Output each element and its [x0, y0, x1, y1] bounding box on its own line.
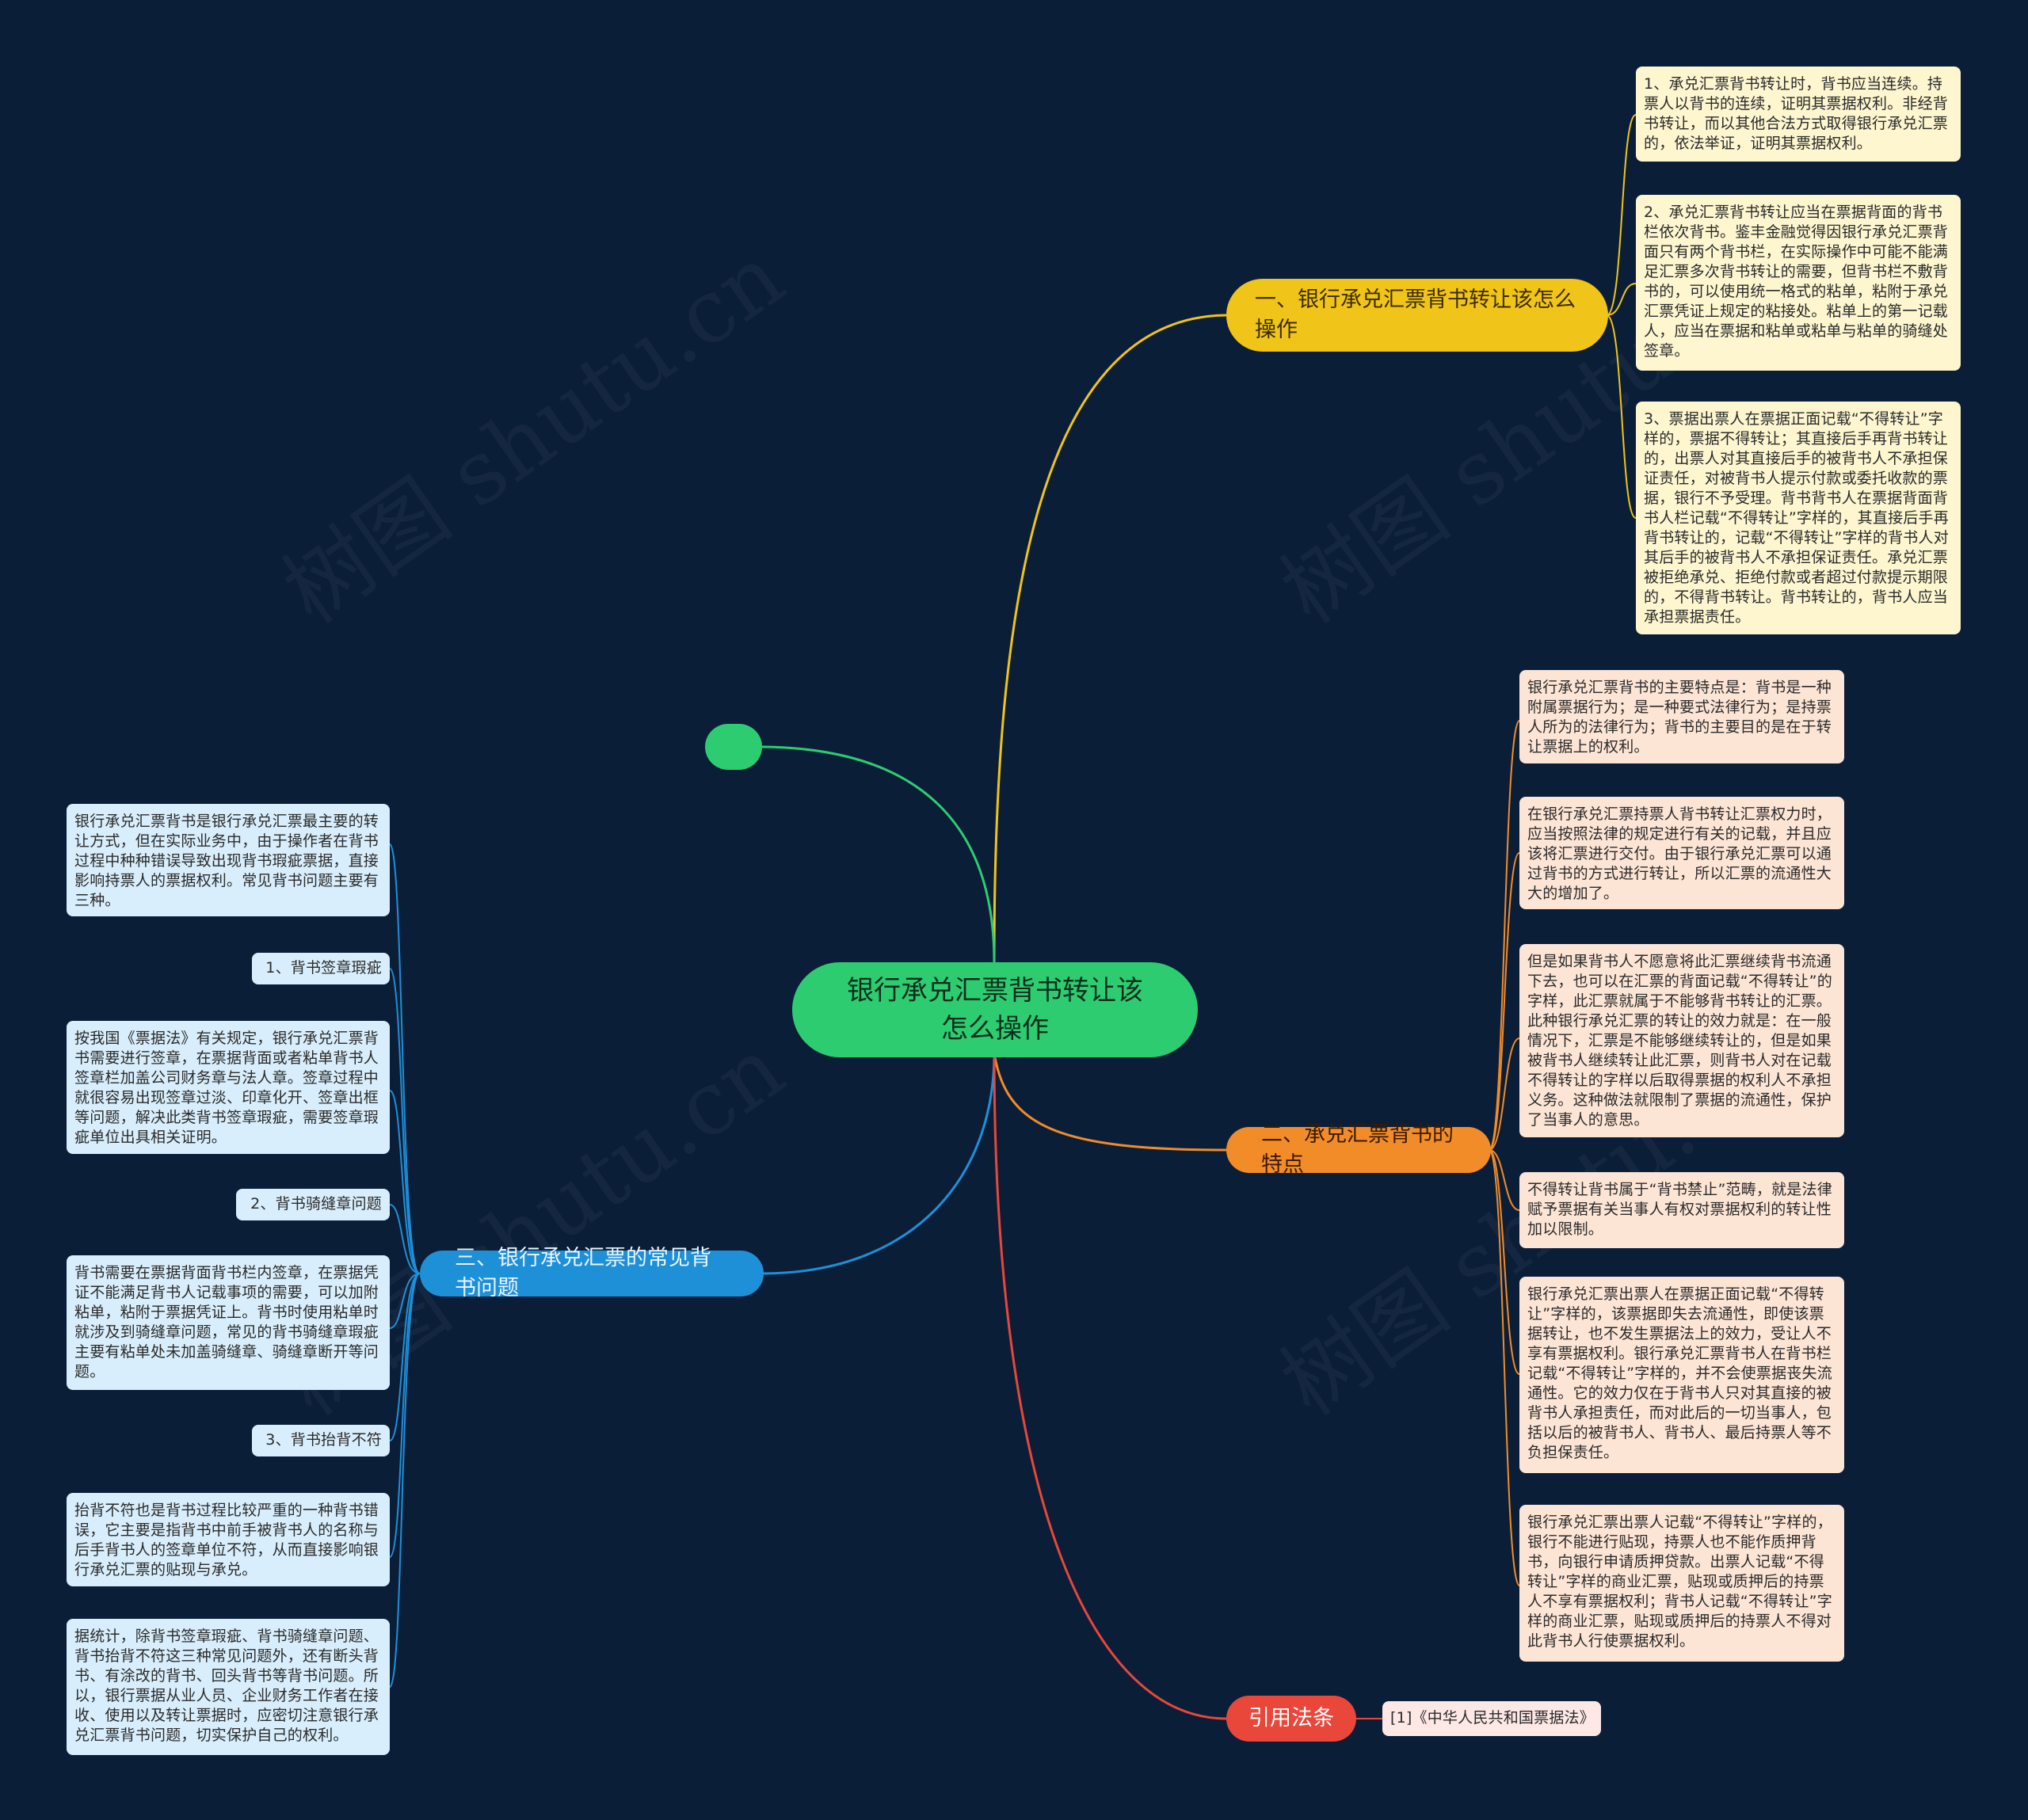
link-root-branch2 [993, 1053, 1227, 1152]
link-b3-c5 [389, 1273, 421, 1329]
card-text: 2、背书骑缝章问题 [250, 1195, 382, 1213]
branch2-card-3: 但是如果背书人不愿意将此汇票继续背书流通下去，也可以在汇票的背面记载“不得转让”… [1519, 944, 1844, 1137]
link-b2-c1 [1489, 720, 1520, 1151]
branch1-card-2: 2、承兑汇票背书转让应当在票据背面的背书栏依次背书。鉴丰金融觉得因银行承兑汇票背… [1636, 195, 1961, 371]
link-b3-c4 [389, 1204, 421, 1274]
branch-topic-4-label: 引用法条 [1248, 1706, 1334, 1731]
card-text: [1]《中华人民共和国票据法》 [1390, 1709, 1595, 1727]
card-text: 2、承兑汇票背书转让应当在票据背面的背书栏依次背书。鉴丰金融觉得因银行承兑汇票背… [1644, 204, 1949, 360]
card-text: 按我国《票据法》有关规定，银行承兑汇票背书需要进行签章，在票据背面或者粘单背书人… [74, 1030, 379, 1146]
branch3-card-3: 按我国《票据法》有关规定，银行承兑汇票背书需要进行签章，在票据背面或者粘单背书人… [67, 1021, 390, 1154]
link-b2-c2 [1489, 852, 1520, 1151]
link-b3-c1 [389, 843, 421, 1274]
card-text: 抬背不符也是背书过程比较严重的一种背书错误，它主要是指背书中前手被背书人的名称与… [74, 1502, 379, 1578]
card-text: 银行承兑汇票背书的主要特点是：背书是一种附属票据行为；是一种要式法律行为；是持票… [1527, 679, 1832, 756]
card-text: 在银行承兑汇票持票人背书转让汇票权力时，应当按照法律的规定进行有关的记载，并且应… [1527, 805, 1832, 902]
branch-topic-3[interactable]: 三、银行承兑汇票的常见背书问题 [420, 1246, 764, 1300]
branch2-card-5: 银行承兑汇票出票人在票据正面记载“不得转让”字样的，该票据即失去流通性，即使该票… [1519, 1277, 1844, 1473]
branch-topic-1-line2: 操作 [1255, 318, 1298, 342]
card-text: 银行承兑汇票出票人记载“不得转让”字样的，银行不能进行贴现，持票人也不能作质押背… [1527, 1513, 1832, 1650]
link-b3-c8 [389, 1273, 421, 1688]
branch-topic-1[interactable]: 一、银行承兑汇票背书转让该怎么 操作 [1226, 279, 1608, 352]
root-topic-line2: 怎么操作 [941, 1013, 1049, 1045]
branch2-card-2: 在银行承兑汇票持票人背书转让汇票权力时，应当按照法律的规定进行有关的记载，并且应… [1519, 797, 1844, 909]
link-b2-c4 [1489, 1149, 1520, 1211]
link-b2-c3 [1489, 1038, 1520, 1151]
branch-topic-4[interactable]: 引用法条 [1226, 1696, 1356, 1742]
branch4-card-1: [1]《中华人民共和国票据法》 [1382, 1701, 1601, 1736]
card-text: 3、背书抬背不符 [265, 1431, 382, 1449]
branch-topic-2-label: 二、承兑汇票背书的特点 [1261, 1122, 1454, 1177]
link-root-empty [761, 745, 996, 963]
branch2-card-4: 不得转让背书属于“背书禁止”范畴，就是法律赋予票据有关当事人有权对票据权利的转让… [1519, 1172, 1844, 1248]
branch1-card-3: 3、票据出票人在票据正面记载“不得转让”字样的，票据不得转让；其直接后手再背书转… [1636, 402, 1961, 634]
root-topic[interactable]: 银行承兑汇票背书转让该 怎么操作 [792, 962, 1198, 1057]
card-text: 不得转让背书属于“背书禁止”范畴，就是法律赋予票据有关当事人有权对票据权利的转让… [1527, 1181, 1832, 1238]
card-text: 1、背书签章瑕疵 [265, 959, 382, 977]
branch-topic-1-line1: 一、银行承兑汇票背书转让该怎么 [1255, 287, 1576, 312]
card-text: 银行承兑汇票出票人在票据正面记载“不得转让”字样的，该票据即失去流通性，即使该票… [1527, 1285, 1832, 1461]
link-b2-c5 [1489, 1149, 1520, 1375]
link-b1-c2 [1606, 283, 1637, 316]
branch3-card-7: 抬背不符也是背书过程比较严重的一种背书错误，它主要是指背书中前手被背书人的名称与… [67, 1493, 390, 1586]
link-b3-c2 [389, 968, 421, 1274]
branch-topic-2[interactable]: 二、承兑汇票背书的特点 [1226, 1122, 1491, 1177]
link-root-branch1 [993, 314, 1227, 963]
link-b1-c1 [1606, 114, 1637, 316]
card-text: 背书需要在票据背面背书栏内签章，在票据凭证不能满足背书人记载事项的需要，可以加附… [74, 1264, 379, 1380]
card-text: 3、票据出票人在票据正面记载“不得转让”字样的，票据不得转让；其直接后手再背书转… [1644, 410, 1949, 626]
branch1-card-1: 1、承兑汇票背书转让时，背书应当连续。持票人以背书的连续，证明其票据权利。非经背… [1636, 67, 1961, 162]
link-b3-c6 [389, 1273, 421, 1441]
link-b3-c3 [389, 1090, 421, 1274]
branch-topic-3-label: 三、银行承兑汇票的常见背书问题 [455, 1246, 711, 1300]
branch3-card-6: 3、背书抬背不符 [252, 1425, 390, 1456]
link-root-branch4 [993, 1053, 1227, 1720]
branch3-card-8: 据统计，除背书签章瑕疵、背书骑缝章问题、背书抬背不符这三种常见问题外，还有断头背… [67, 1619, 390, 1755]
empty-topic[interactable] [705, 724, 762, 770]
branch3-card-4: 2、背书骑缝章问题 [236, 1189, 390, 1220]
branch3-card-2: 1、背书签章瑕疵 [252, 953, 390, 984]
card-text: 银行承兑汇票背书是银行承兑汇票最主要的转让方式，但在实际业务中，由于操作者在背书… [74, 813, 379, 909]
card-text: 据统计，除背书签章瑕疵、背书骑缝章问题、背书抬背不符这三种常见问题外，还有断头背… [74, 1628, 379, 1744]
branch2-card-6: 银行承兑汇票出票人记载“不得转让”字样的，银行不能进行贴现，持票人也不能作质押背… [1519, 1505, 1844, 1662]
card-text: 1、承兑汇票背书转让时，背书应当连续。持票人以背书的连续，证明其票据权利。非经背… [1644, 75, 1949, 152]
root-topic-line1: 银行承兑汇票背书转让该 [847, 975, 1143, 1007]
branch2-card-1: 银行承兑汇票背书的主要特点是：背书是一种附属票据行为；是一种要式法律行为；是持票… [1519, 670, 1844, 763]
branch3-card-1: 银行承兑汇票背书是银行承兑汇票最主要的转让方式，但在实际业务中，由于操作者在背书… [67, 804, 390, 916]
link-b1-c3 [1606, 314, 1637, 519]
link-b3-c7 [389, 1273, 421, 1558]
link-root-branch3 [761, 1053, 996, 1275]
branch3-card-5: 背书需要在票据背面背书栏内签章，在票据凭证不能满足背书人记载事项的需要，可以加附… [67, 1255, 390, 1390]
link-b2-c6 [1489, 1149, 1520, 1586]
card-text: 但是如果背书人不愿意将此汇票继续背书流通下去，也可以在汇票的背面记载“不得转让”… [1527, 953, 1832, 1129]
